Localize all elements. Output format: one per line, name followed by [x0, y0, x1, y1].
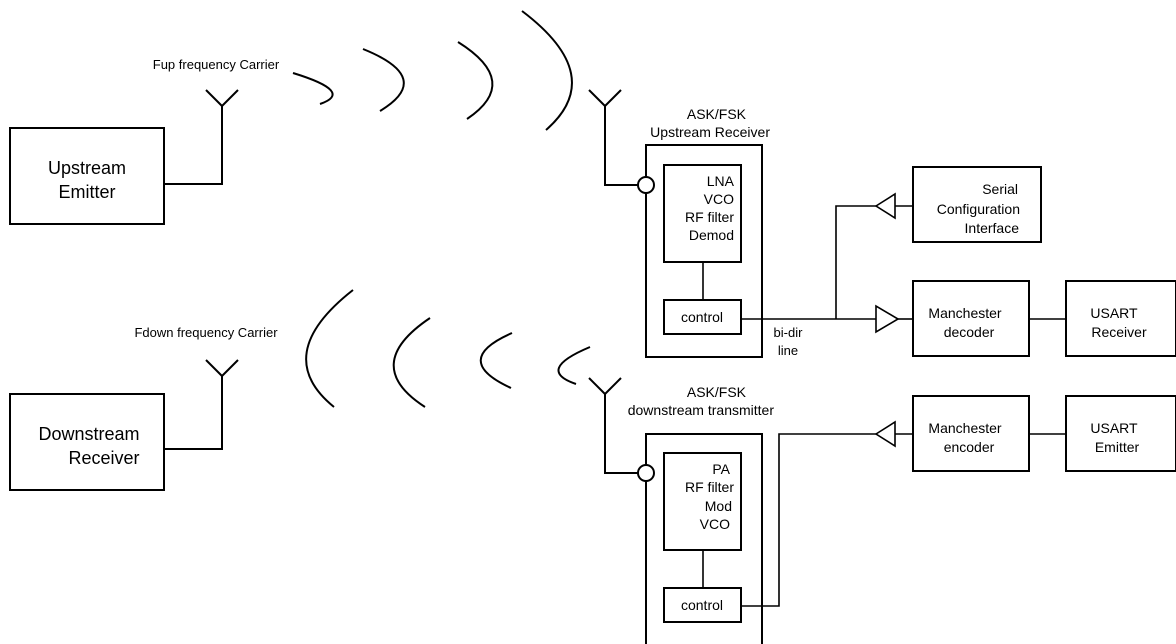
serial-config-box: [912, 166, 1042, 243]
bidir-label-1: bi-dir: [774, 325, 804, 340]
fdown-carrier-label: Fdown frequency Carrier: [134, 325, 278, 340]
manchester-encoder-label-1: Manchester: [928, 420, 1001, 436]
upstream-wave-4: [521, 10, 573, 131]
tx-rf-line-3: Mod: [705, 498, 732, 514]
tx-control-block: [663, 587, 742, 623]
usart-emitter-label-1: USART: [1090, 420, 1138, 436]
rx-control-block: [663, 299, 742, 335]
rx-rf-line-2: VCO: [704, 191, 734, 207]
usart-receiver-label-2: Receiver: [1091, 324, 1147, 340]
downstream-antenna-icon: [205, 359, 239, 377]
manchester-decoder-label-2: decoder: [944, 324, 995, 340]
downstream-wave-1: [305, 289, 354, 408]
downstream-receiver-box: [9, 393, 165, 491]
rx-antenna-icon: [588, 89, 622, 107]
manchester-decoder-box: [912, 280, 1030, 357]
serial-config-label-1: Serial: [982, 181, 1018, 197]
upstream-antenna-icon: [205, 89, 239, 107]
serial-config-buffer-icon: [874, 192, 896, 220]
downstream-wave-group: [305, 289, 591, 408]
bidir-label-2: line: [778, 343, 798, 358]
rx-title-1: ASK/FSK: [687, 106, 747, 122]
tx-antenna-icon: [588, 377, 622, 395]
decoder-buffer-icon: [875, 304, 900, 334]
tx-rf-block: [663, 452, 742, 551]
tx-control-label: control: [681, 597, 723, 613]
tx-data-line: [741, 433, 876, 607]
manchester-encoder-box: [912, 395, 1030, 472]
usart-emitter-label-2: Emitter: [1095, 439, 1140, 455]
manchester-decoder-label-1: Manchester: [928, 305, 1001, 321]
serial-config-label-3: Interface: [965, 220, 1020, 236]
encoder-buffer-icon: [874, 420, 896, 448]
serial-config-label-2: Configuration: [937, 201, 1020, 217]
rx-control-label: control: [681, 309, 723, 325]
tx-antenna-port: [637, 464, 655, 482]
upstream-emitter-box: [9, 127, 165, 225]
manchester-encoder-label-2: encoder: [944, 439, 995, 455]
downstream-wave-2: [392, 317, 431, 408]
tx-rf-line-2: RF filter: [685, 479, 734, 495]
tx-rf-line-1: PA: [712, 461, 730, 477]
tx-rf-line-4: VCO: [700, 516, 730, 532]
downstream-receiver-label-2: Receiver: [68, 448, 139, 468]
downstream-wave-3: [479, 332, 513, 389]
usart-receiver-box: [1065, 280, 1176, 357]
usart-emitter-box: [1065, 395, 1176, 472]
tx-antenna-feedline: [604, 394, 638, 474]
rx-antenna-feedline: [604, 106, 638, 186]
downstream-receiver-feedline: [164, 376, 223, 450]
upstream-emitter-label-1: Upstream: [48, 158, 126, 178]
rx-rf-line-3: RF filter: [685, 209, 734, 225]
upstream-wave-2: [362, 48, 405, 112]
serial-config-line: [835, 205, 876, 319]
downstream-receiver-label-1: Downstream: [38, 424, 139, 444]
tx-title-2: downstream transmitter: [628, 402, 775, 418]
upstream-wave-3: [457, 41, 494, 120]
upstream-emitter-label-2: Emitter: [58, 182, 115, 202]
rx-antenna-port: [637, 176, 655, 194]
upstream-wave-1: [292, 72, 334, 105]
upstream-emitter-feedline: [164, 106, 223, 185]
downstream-wave-4: [557, 346, 591, 385]
tx-title-1: ASK/FSK: [687, 384, 747, 400]
fup-carrier-label: Fup frequency Carrier: [153, 57, 280, 72]
rx-rf-line-1: LNA: [707, 173, 735, 189]
rx-title-2: Upstream Receiver: [650, 124, 770, 140]
rx-rf-line-4: Demod: [689, 227, 734, 243]
usart-receiver-label-1: USART: [1090, 305, 1138, 321]
upstream-wave-group: [292, 10, 573, 131]
